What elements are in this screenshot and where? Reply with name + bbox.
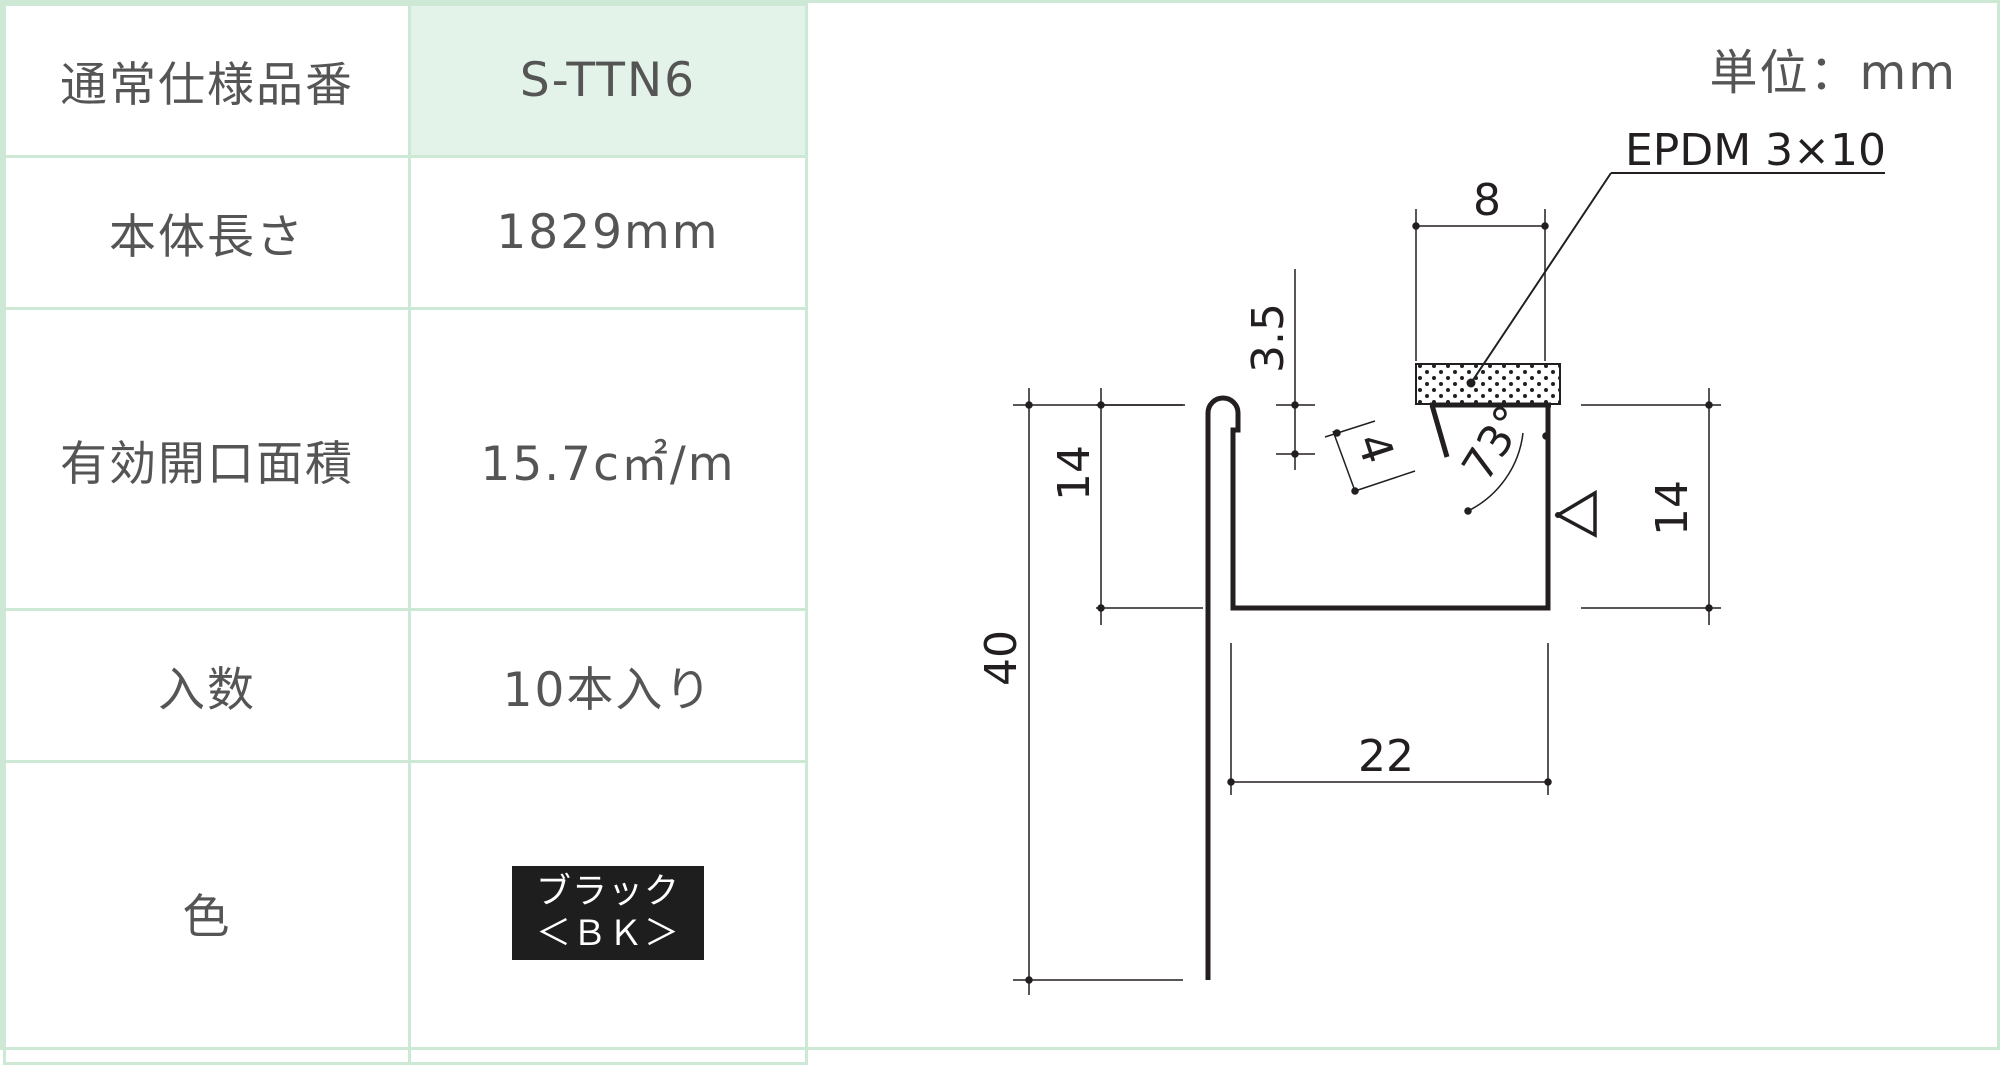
dim-angle xyxy=(1464,423,1550,515)
material-leader xyxy=(1466,172,1885,388)
finish-symbol xyxy=(1554,489,1597,538)
dim-gasket-thickness xyxy=(1276,269,1315,470)
color-value-cell: ブラック ＜ＢＫ＞ xyxy=(408,760,808,1065)
part-number-value: S-TTN6 xyxy=(408,3,808,158)
opening-area-label: 有効開口面積 xyxy=(3,307,411,611)
color-badge: ブラック ＜ＢＫ＞ xyxy=(512,865,704,960)
body-length-label: 本体長さ xyxy=(3,155,411,310)
dim-gasket-thickness-label: 3.5 xyxy=(1243,303,1294,373)
color-badge-name: ブラック xyxy=(535,871,680,912)
spec-row-opening-area: 有効開口面積 15.7c㎡/m xyxy=(3,307,808,611)
material-note: EPDM 3×10 xyxy=(1625,125,1886,176)
color-label: 色 xyxy=(3,760,411,1065)
dim-gasket-width xyxy=(1412,209,1549,361)
dim-left-flange-height-label: 14 xyxy=(1049,445,1100,501)
dim-total-height-label: 40 xyxy=(976,630,1027,686)
dim-channel-width-label: 22 xyxy=(1358,731,1414,782)
dim-gasket-width-label: 8 xyxy=(1473,175,1501,226)
quantity-value: 10本入り xyxy=(408,608,808,763)
lip xyxy=(1429,404,1450,458)
dim-right-flange-height xyxy=(1581,388,1721,625)
epdm-gasket xyxy=(1415,363,1561,405)
spec-row-body-length: 本体長さ 1829mm xyxy=(3,155,808,310)
dim-right-flange-height-label: 14 xyxy=(1647,480,1698,536)
dim-channel-width xyxy=(1227,643,1552,795)
finish-symbol-dot xyxy=(1555,512,1561,518)
spec-row-quantity: 入数 10本入り xyxy=(3,608,808,763)
drawing-area: 単位：mm 8 xyxy=(805,3,1997,1047)
spec-row-part-number: 通常仕様品番 S-TTN6 xyxy=(3,3,808,158)
spec-table: 通常仕様品番 S-TTN6 本体長さ 1829mm 有効開口面積 15.7c㎡/… xyxy=(3,3,808,1065)
dim-total-height xyxy=(1013,388,1183,995)
dim-left-flange-height xyxy=(1096,388,1203,625)
part-number-label: 通常仕様品番 xyxy=(3,3,411,158)
opening-area-value: 15.7c㎡/m xyxy=(408,307,808,611)
profile-outline xyxy=(1205,395,1551,980)
spec-row-color: 色 ブラック ＜ＢＫ＞ xyxy=(3,760,808,1065)
dim-lip-length xyxy=(1324,420,1416,495)
cross-section-drawing: 8 3.5 EPDM 3×10 xyxy=(976,125,1886,995)
unit-label: 単位：mm xyxy=(1709,45,1957,101)
color-badge-code: ＜ＢＫ＞ xyxy=(535,913,680,954)
quantity-label: 入数 xyxy=(3,608,411,763)
dim-lip-length-label: 4 xyxy=(1346,427,1403,469)
dim-angle-label: 73° xyxy=(1452,397,1537,490)
body-length-value: 1829mm xyxy=(408,155,808,310)
